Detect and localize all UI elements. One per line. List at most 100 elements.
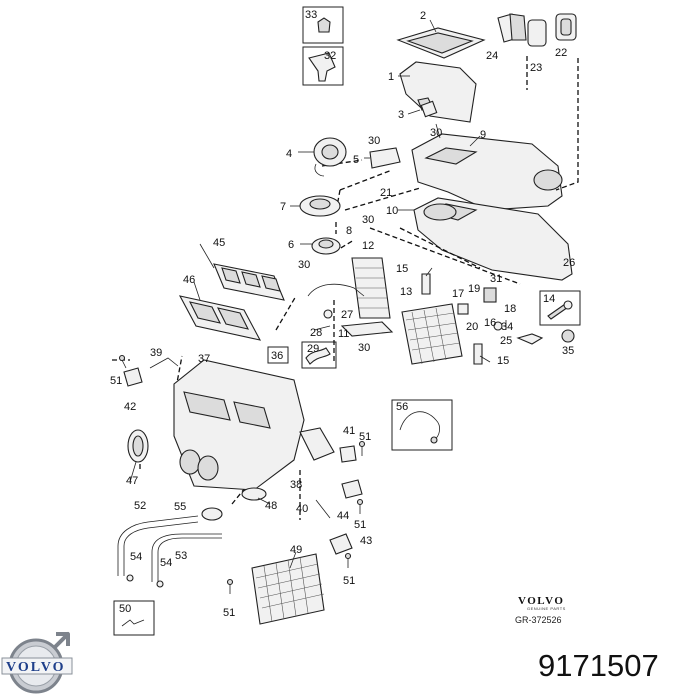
- callout-30e: 30: [358, 342, 370, 354]
- callout-30b: 30: [368, 135, 380, 147]
- inset-box-29: [301, 341, 337, 369]
- leader-lines: [129, 19, 491, 569]
- callout-17: 17: [452, 288, 464, 300]
- callout-31: 31: [490, 273, 502, 285]
- callout-5: 5: [353, 154, 359, 166]
- brand-tagline: GENUINE PARTS: [527, 606, 566, 611]
- inset-box-32: [302, 46, 344, 86]
- callout-22: 22: [555, 47, 567, 59]
- callout-14: 14: [543, 293, 555, 305]
- callout-19: 19: [468, 283, 480, 295]
- callout-37: 37: [198, 353, 210, 365]
- actuators: [123, 357, 363, 555]
- callout-55: 55: [174, 501, 186, 513]
- small-clips-right: [421, 273, 575, 365]
- callout-42: 42: [124, 401, 136, 413]
- fan-7: [299, 195, 341, 217]
- callout-15: 15: [396, 263, 408, 275]
- callout-48: 48: [265, 500, 277, 512]
- hose-27: [307, 283, 365, 319]
- callout-18: 18: [504, 303, 516, 315]
- hvac-case-main: [173, 359, 335, 491]
- callout-30d: 30: [298, 259, 310, 271]
- callout-51: 51: [110, 375, 122, 387]
- callout-32: 32: [324, 50, 336, 62]
- callout-54: 54: [130, 551, 142, 563]
- inset-box-33: [302, 6, 344, 44]
- callout-24: 24: [486, 50, 498, 62]
- callout-10: 10: [386, 205, 398, 217]
- callout-47: 47: [126, 475, 138, 487]
- inset-box-56: [391, 399, 453, 451]
- heater-radiator-49: [251, 553, 325, 625]
- callout-44: 44: [337, 510, 349, 522]
- callout-23: 23: [530, 62, 542, 74]
- brand-name: VOLVO: [518, 595, 564, 607]
- callout-41: 41: [343, 425, 355, 437]
- callout-12: 12: [362, 240, 374, 252]
- callout-51e: 51: [223, 607, 235, 619]
- callout-labels: 33 32 2 24 22 1 23 3 30 9 4 5 30 21 7 30…: [110, 9, 575, 619]
- diagram-reference: GR-372526: [515, 615, 562, 625]
- callout-30: 30: [430, 127, 442, 139]
- lower-housing-10: [413, 197, 573, 281]
- callout-15b: 15: [497, 355, 509, 367]
- callout-26: 26: [563, 257, 575, 269]
- callout-39: 39: [150, 347, 162, 359]
- gasket-45: [213, 263, 285, 301]
- callout-25: 25: [500, 335, 512, 347]
- callout-34: 34: [501, 321, 513, 333]
- gasket-46: [178, 295, 262, 341]
- ring-seal-48: [241, 487, 267, 501]
- filter-11: [340, 321, 394, 337]
- callout-52: 52: [134, 500, 146, 512]
- callout-46: 46: [183, 274, 195, 286]
- filter-12: [351, 257, 391, 319]
- callout-9: 9: [480, 129, 486, 141]
- callout-3: 3: [398, 109, 404, 121]
- callout-1: 1: [388, 71, 394, 83]
- fan-6: [311, 237, 341, 255]
- callout-29: 29: [307, 343, 319, 355]
- callout-4: 4: [286, 148, 292, 160]
- seals-top-right: [497, 13, 577, 47]
- part-number: 9171507: [538, 648, 659, 683]
- resistor-5: [369, 147, 401, 169]
- genuine-parts-brand: VOLVO GENUINE PARTS GR-372526: [515, 595, 566, 625]
- callout-54b: 54: [160, 557, 172, 569]
- callout-11: 11: [338, 328, 349, 340]
- upper-housing-9: [411, 133, 563, 211]
- callout-38: 38: [290, 479, 302, 491]
- callout-30c: 30: [362, 214, 374, 226]
- callout-43: 43: [360, 535, 372, 547]
- callout-28: 28: [310, 327, 322, 339]
- callout-21: 21: [380, 187, 392, 199]
- inset-box-36: [267, 346, 289, 364]
- callout-36: 36: [271, 350, 283, 362]
- callout-8: 8: [346, 225, 352, 237]
- duct-assembly-top: [396, 27, 486, 123]
- callout-45: 45: [213, 237, 225, 249]
- callout-35: 35: [562, 345, 574, 357]
- screws: [118, 320, 507, 594]
- blower-motor-4: [313, 137, 347, 177]
- callout-51b: 51: [359, 431, 371, 443]
- heater-core-13: [401, 303, 463, 365]
- callout-51c: 51: [354, 519, 366, 531]
- callout-49: 49: [290, 544, 302, 556]
- ring-seal-47: [127, 429, 149, 463]
- callout-51d: 51: [343, 575, 355, 587]
- callout-33: 33: [305, 9, 317, 21]
- callout-53: 53: [175, 550, 187, 562]
- callout-56: 56: [396, 401, 408, 413]
- callout-27: 27: [341, 309, 353, 321]
- logo-wordmark: VOLVO: [6, 660, 66, 675]
- callout-50: 50: [119, 603, 131, 615]
- callout-2: 2: [420, 10, 426, 22]
- callout-40: 40: [296, 503, 308, 515]
- callout-7: 7: [280, 201, 286, 213]
- inset-box-50: [113, 600, 155, 636]
- callout-20: 20: [466, 321, 478, 333]
- callout-6: 6: [288, 239, 294, 251]
